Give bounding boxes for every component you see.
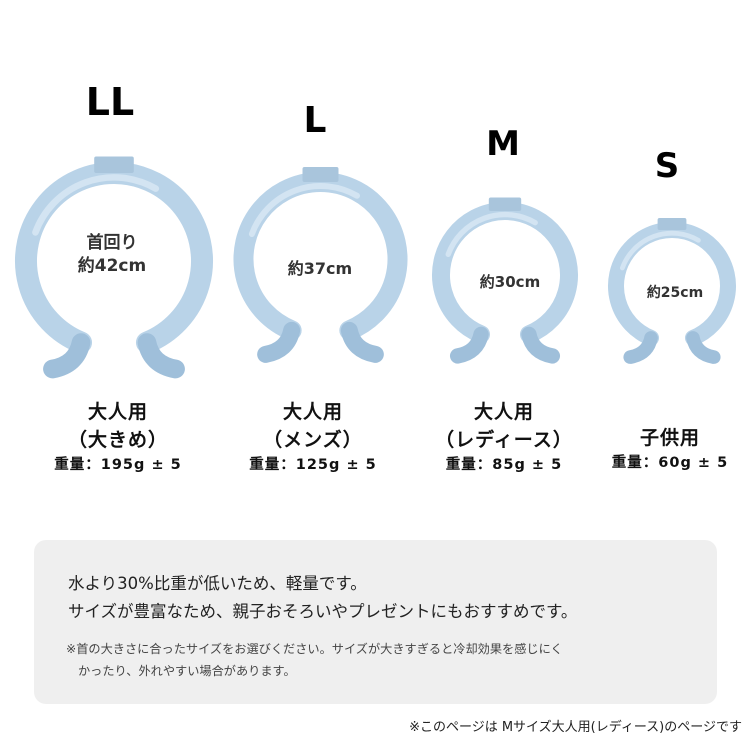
ring-shape bbox=[608, 218, 736, 364]
ring-shape bbox=[15, 156, 213, 379]
circumference-l: 約37cm bbox=[287, 259, 353, 278]
usage-label: 大人用 bbox=[473, 401, 535, 423]
size-letter-ll: LL bbox=[85, 80, 135, 124]
neck-ring-s bbox=[602, 210, 742, 380]
circumference-m: 約30cm bbox=[479, 273, 541, 291]
ring-highlight bbox=[445, 211, 538, 258]
ring-highlight bbox=[32, 174, 160, 236]
circumference-ll: 首回り 約42cm bbox=[78, 232, 146, 278]
size-letter-m: M bbox=[486, 124, 520, 164]
ring-tag bbox=[94, 156, 134, 173]
weight-label: 重量：195g ± 5 bbox=[54, 457, 182, 473]
ring-end-left bbox=[623, 331, 658, 364]
usage-label: 大人用 bbox=[282, 401, 344, 423]
usage-sub-label: （レディース） bbox=[435, 429, 573, 451]
usage-sub-label: （大きめ） bbox=[67, 429, 169, 451]
size-label-s: 子供用 重量：60g ± 5 bbox=[612, 424, 728, 474]
ring-shape bbox=[233, 167, 408, 363]
usage-label: 大人用 bbox=[87, 401, 149, 423]
ring-shape bbox=[432, 197, 578, 364]
note-caution-line-2: かったり、外れやすい場合があります。 bbox=[78, 664, 296, 678]
ring-end-right bbox=[521, 326, 561, 364]
ring-body bbox=[233, 172, 408, 341]
weight-label: 重量：60g ± 5 bbox=[611, 455, 729, 471]
note-caution: ※首の大きさに合ったサイズをお選びください。サイズが大きすぎると冷却効果を感じに… bbox=[66, 638, 694, 682]
circumference-s: 約25cm bbox=[646, 285, 704, 301]
page-footer-note: ※このページは Mサイズ大人用(レディース)のページです bbox=[409, 720, 742, 735]
info-note-box: 水より30%比重が低いため、軽量です。 サイズが豊富なため、親子おそろいやプレゼ… bbox=[34, 540, 717, 704]
usage-sub-label: （メンズ） bbox=[263, 429, 363, 451]
note-line-1: 水より30%比重が低いため、軽量です。 bbox=[68, 574, 367, 593]
circumference-label: 首回り bbox=[86, 233, 138, 253]
ring-end-left bbox=[43, 333, 91, 379]
size-label-l: 大人用 （メンズ） 重量：125g ± 5 bbox=[249, 398, 376, 476]
weight-label: 重量：85g ± 5 bbox=[445, 457, 563, 473]
ring-tag bbox=[657, 218, 687, 230]
ring-tag bbox=[488, 197, 522, 211]
size-label-m: 大人用 （レディース） 重量：85g ± 5 bbox=[435, 398, 573, 476]
size-label-ll: 大人用 （大きめ） 重量：195g ± 5 bbox=[54, 398, 181, 476]
ring-highlight bbox=[619, 230, 701, 271]
ring-end-right bbox=[686, 331, 721, 364]
usage-label: 子供用 bbox=[639, 427, 700, 449]
size-letter-s: S bbox=[654, 146, 680, 186]
circumference-value: 約42cm bbox=[77, 255, 147, 276]
ring-end-left bbox=[449, 326, 489, 364]
note-caution-line-1: ※首の大きさに合ったサイズをお選びください。サイズが大きすぎると冷却効果を感じに… bbox=[66, 642, 563, 656]
ring-tag bbox=[302, 167, 339, 182]
neck-ring-m bbox=[425, 190, 585, 380]
ring-highlight bbox=[248, 183, 360, 238]
note-line-2: サイズが豊富なため、親子おそろいやプレゼントにもおすすめです。 bbox=[68, 602, 578, 621]
ring-end-right bbox=[340, 321, 384, 363]
ring-body bbox=[432, 202, 578, 344]
weight-label: 重量：125g ± 5 bbox=[249, 457, 377, 473]
ring-end-left bbox=[257, 321, 301, 363]
ring-end-right bbox=[137, 333, 185, 379]
ring-body bbox=[15, 162, 213, 354]
size-letter-l: L bbox=[303, 100, 327, 141]
neck-ring-ll bbox=[10, 150, 218, 382]
neck-ring-l bbox=[228, 160, 413, 375]
